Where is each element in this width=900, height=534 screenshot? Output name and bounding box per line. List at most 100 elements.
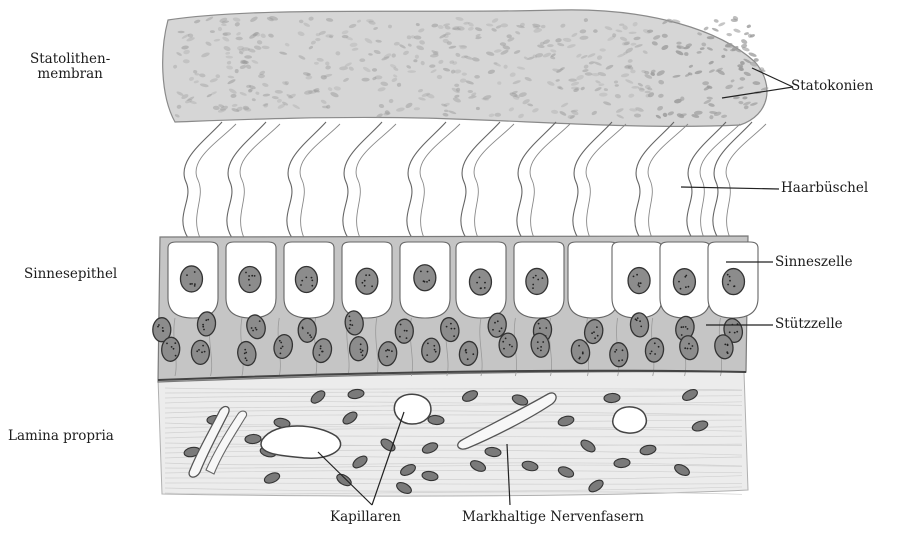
chromatin	[511, 346, 513, 348]
label-stutzzelle: Stützzelle	[775, 317, 843, 332]
sensory-nucleus	[356, 268, 378, 294]
chromatin	[622, 349, 624, 351]
chromatin	[726, 351, 728, 353]
chromatin	[254, 275, 256, 277]
otoconium	[645, 91, 651, 93]
chromatin	[251, 275, 253, 277]
chromatin	[637, 317, 639, 319]
chromatin	[406, 330, 408, 332]
chromatin	[542, 341, 544, 343]
chromatin	[319, 354, 321, 356]
chromatin	[360, 351, 362, 353]
otoconium	[407, 70, 416, 73]
chromatin	[259, 320, 261, 322]
label-sinneszelle: Sinneszelle	[775, 255, 853, 270]
chromatin	[578, 345, 580, 347]
chromatin	[404, 330, 406, 332]
hair-bundle	[700, 124, 740, 238]
chromatin	[248, 279, 250, 281]
chromatin	[399, 336, 401, 338]
chromatin	[658, 346, 660, 348]
label-statolithenmembran: Statolithen- membran	[30, 52, 110, 82]
chromatin	[426, 281, 428, 283]
label-sinnesepithel: Sinnesepithel	[24, 267, 117, 282]
otoconium	[474, 75, 480, 79]
chromatin	[633, 276, 635, 278]
chromatin	[386, 356, 388, 358]
chromatin	[311, 280, 313, 282]
chromatin	[688, 343, 690, 345]
otoconium	[593, 29, 598, 33]
chromatin	[385, 350, 387, 352]
hair-bundle	[586, 124, 626, 238]
otoconium	[726, 33, 732, 37]
chromatin	[618, 360, 620, 362]
chromatin	[734, 332, 736, 334]
chromatin	[616, 349, 618, 351]
hair-bundle	[573, 122, 612, 238]
sensory-nucleus	[526, 268, 548, 294]
chromatin	[465, 352, 467, 354]
lamina-nucleus	[245, 434, 261, 444]
chromatin	[681, 334, 683, 336]
chromatin	[204, 351, 206, 353]
hair-bundle	[287, 122, 326, 238]
chromatin	[688, 286, 690, 288]
chromatin	[311, 277, 313, 279]
chromatin	[301, 280, 303, 282]
chromatin	[173, 348, 175, 350]
chromatin	[532, 287, 534, 289]
chromatin	[597, 335, 599, 337]
chromatin	[729, 331, 731, 333]
chromatin	[279, 340, 281, 342]
hair-bundle	[635, 122, 674, 238]
chromatin	[582, 351, 584, 353]
chromatin	[540, 346, 542, 348]
chromatin	[502, 341, 504, 343]
otoconium	[713, 19, 719, 24]
chromatin	[349, 324, 351, 326]
chromatin	[433, 345, 435, 347]
chromatin	[537, 341, 539, 343]
chromatin	[202, 345, 204, 347]
chromatin	[434, 349, 436, 351]
otoconium	[711, 27, 719, 32]
sensory-nucleus	[628, 268, 650, 294]
chromatin	[636, 274, 638, 276]
chromatin	[685, 326, 687, 328]
chromatin	[484, 282, 486, 284]
chromatin	[690, 348, 692, 350]
support-nucleus	[191, 340, 209, 364]
hair-bundle	[648, 124, 688, 238]
otoconium	[746, 24, 751, 29]
hair-bundles	[183, 122, 766, 238]
chromatin	[450, 323, 452, 325]
chromatin	[497, 320, 499, 322]
label-kapillaren: Kapillaren	[330, 510, 401, 525]
chromatin	[388, 349, 390, 351]
chromatin	[162, 330, 164, 332]
chromatin	[638, 282, 640, 284]
chromatin	[724, 344, 726, 346]
label-markhaltige-nervenfasern: Markhaltige Nervenfasern	[462, 510, 644, 525]
hair-bundle	[343, 122, 382, 238]
chromatin	[480, 287, 482, 289]
chromatin	[733, 286, 735, 288]
chromatin	[305, 277, 307, 279]
chromatin	[427, 343, 429, 345]
hair-bundle	[726, 124, 766, 238]
chromatin	[479, 277, 481, 279]
hair-bundle	[713, 122, 752, 238]
chromatin	[637, 284, 639, 286]
support-nucleus	[298, 318, 316, 342]
chromatin	[451, 328, 453, 330]
chromatin	[729, 276, 731, 278]
chromatin	[614, 351, 616, 353]
sensory-nucleus	[469, 269, 491, 295]
chromatin	[349, 316, 351, 318]
chromatin	[171, 346, 173, 348]
chromatin	[654, 342, 656, 344]
sensory-nucleus	[414, 265, 436, 291]
chromatin	[196, 350, 198, 352]
chromatin	[499, 330, 501, 332]
